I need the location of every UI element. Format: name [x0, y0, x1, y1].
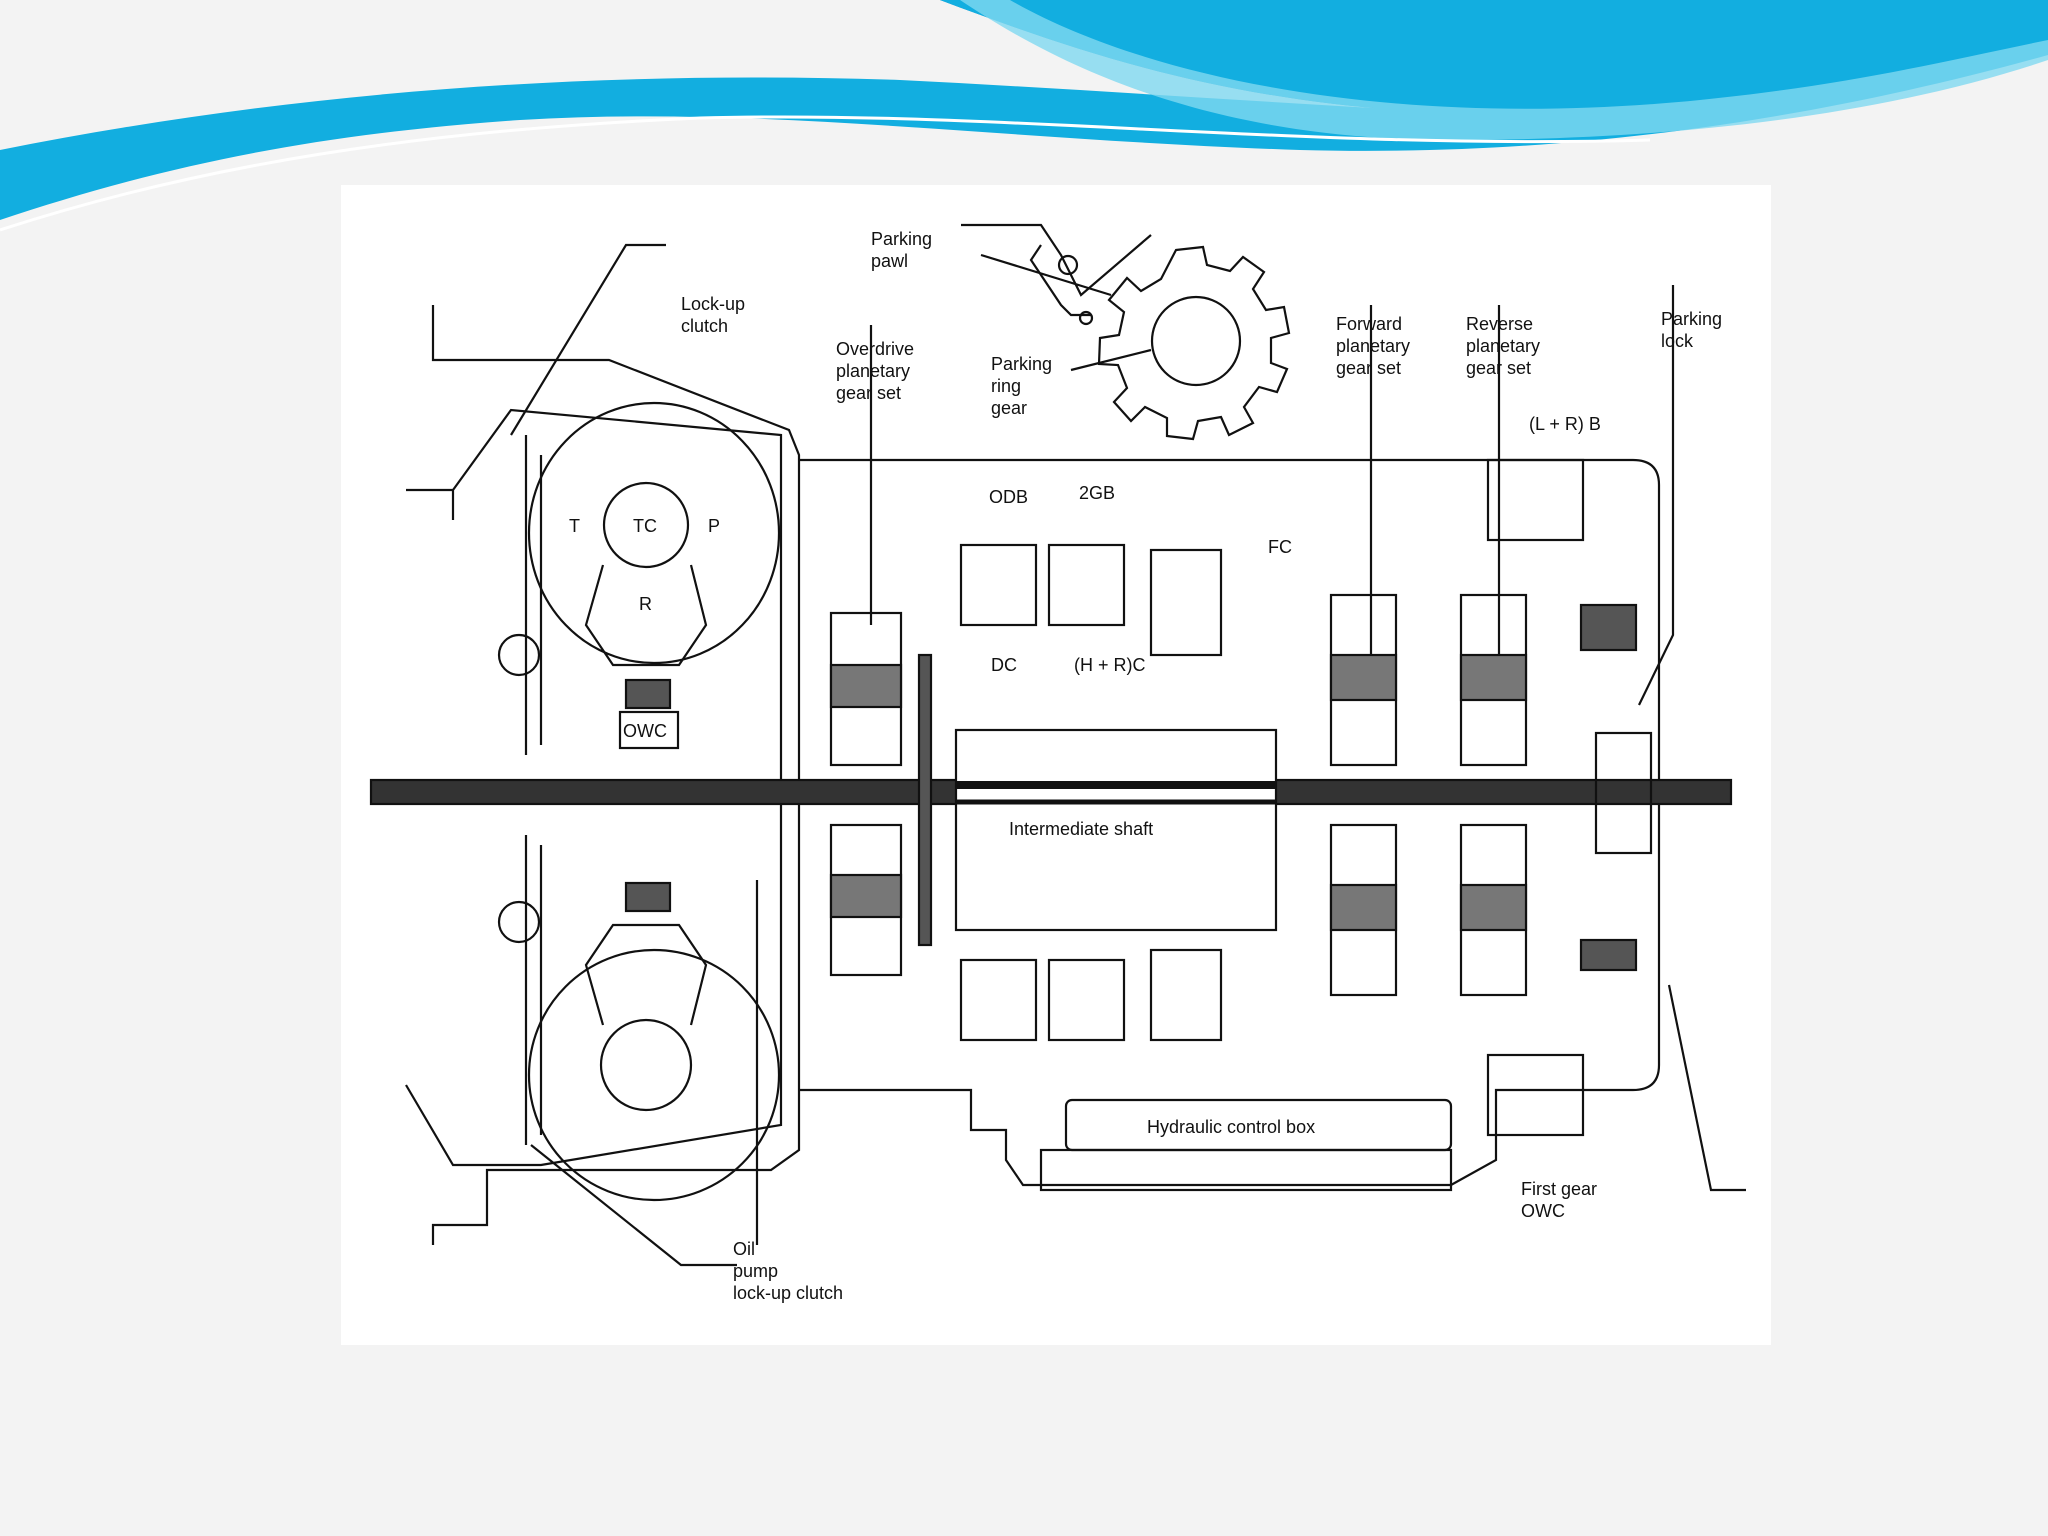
label-overdrive-3: gear set [836, 383, 901, 403]
label-forward-3: gear set [1336, 358, 1401, 378]
header-wave-banner [0, 0, 2048, 232]
label-first-gear-owc-2: OWC [1521, 1201, 1565, 1221]
label-overdrive-1: Overdrive [836, 339, 914, 359]
converter-upper-lobe [527, 401, 781, 665]
fc-plates-lower [1149, 948, 1223, 1042]
label-forward-1: Forward [1336, 314, 1402, 334]
intermediate-shaft-body [954, 728, 1278, 932]
parking-ring-hub [1150, 295, 1242, 387]
label-fc: FC [1268, 537, 1292, 557]
label-tc: TC [633, 516, 657, 536]
leader-lockup-lower [530, 1144, 737, 1267]
label-reverse-1: Reverse [1466, 314, 1533, 334]
diagram-lines [369, 223, 1746, 1267]
odb-plates [959, 543, 1038, 627]
label-parking-ring-3: gear [991, 398, 1027, 418]
transmission-case [799, 458, 1661, 1187]
label-parking-lock-2: lock [1661, 331, 1694, 351]
label-parking-lock-1: Parking [1661, 309, 1722, 329]
label-parking-ring-1: Parking [991, 354, 1052, 374]
label-oil-pump-3: lock-up clutch [733, 1283, 843, 1303]
label-hydraulic-box: Hydraulic control box [1147, 1117, 1315, 1137]
lockup-ring-lower [497, 900, 541, 944]
label-lr-brake: (L + R) B [1529, 414, 1601, 434]
converter-lower-lobe [527, 948, 781, 1202]
od-planet-lower [829, 873, 903, 919]
parking-pawl-pivot [1057, 254, 1079, 276]
hydraulic-valve-plate [1039, 1148, 1453, 1192]
leader-parking-ring [1070, 348, 1152, 372]
leader-lockup-clutch [510, 243, 666, 436]
label-parking-pawl-2: pawl [871, 251, 908, 271]
label-r: R [639, 594, 652, 614]
label-dc: DC [991, 655, 1017, 675]
hr-plates-lower [1047, 958, 1126, 1042]
reactor-stator-upper [584, 564, 708, 667]
od-carrier [917, 653, 933, 947]
label-lockup-clutch-1: Lock-up [681, 294, 745, 314]
fc-plates [1149, 548, 1223, 657]
label-intermediate-shaft: Intermediate shaft [1009, 819, 1153, 839]
transmission-diagram: Parking pawl Lock-up clutch Overdrive pl… [369, 223, 1746, 1303]
fwd-planet-upper [1329, 653, 1398, 702]
leader-parking-lock [1638, 285, 1675, 706]
parking-pawl [961, 223, 1152, 317]
owc-roller-lower [624, 881, 672, 913]
label-parking-pawl-1: Parking [871, 229, 932, 249]
label-lockup-clutch-2: clutch [681, 316, 728, 336]
converter-housing-inner [405, 408, 783, 1167]
label-owc: OWC [623, 721, 667, 741]
leader-parking-pawl [980, 253, 1112, 297]
label-p: P [708, 516, 720, 536]
lr-brake-plates-lower [1486, 1053, 1585, 1137]
parking-pawl-pin [1078, 310, 1094, 326]
label-overdrive-2: planetary [836, 361, 910, 381]
lower-turbine-circle [599, 1018, 693, 1112]
label-oil-pump-1: Oil [733, 1239, 755, 1259]
converter-housing-outline [431, 305, 801, 1245]
parking-ring-gear [1097, 245, 1291, 441]
label-parking-ring-2: ring [991, 376, 1021, 396]
reactor-stator-lower [584, 923, 708, 1026]
first-gear-owc-upper [1579, 603, 1638, 652]
label-2gb: 2GB [1079, 483, 1115, 503]
label-oil-pump-2: pump [733, 1261, 778, 1281]
banner-white-line [0, 115, 1651, 232]
rev-planet-upper [1459, 653, 1528, 702]
od-planet-upper [829, 663, 903, 709]
fwd-planet-lower [1329, 883, 1398, 932]
label-t: T [569, 516, 580, 536]
banner-light-swoosh [960, 0, 2048, 140]
owc-box [618, 710, 680, 750]
label-odb: ODB [989, 487, 1028, 507]
label-first-gear-owc-1: First gear [1521, 1179, 1597, 1199]
label-hr-clutch: (H + R)C [1074, 655, 1146, 675]
turbine-tc-circle [602, 481, 690, 569]
transmission-diagram-figure: Parking pawl Lock-up clutch Overdrive pl… [341, 185, 1771, 1345]
diagram-labels: Parking pawl Lock-up clutch Overdrive pl… [569, 229, 1722, 1303]
label-forward-2: planetary [1336, 336, 1410, 356]
dc-plates-lower [959, 958, 1038, 1042]
label-reverse-2: planetary [1466, 336, 1540, 356]
owc-roller-upper [624, 678, 672, 710]
first-gear-owc-lower [1579, 938, 1638, 972]
2gb-plates [1047, 543, 1126, 627]
rev-planet-lower [1459, 883, 1528, 932]
output-hub [1594, 731, 1653, 855]
lockup-clutch-plates [524, 435, 543, 1145]
label-reverse-3: gear set [1466, 358, 1531, 378]
leader-first-gear-owc [1667, 984, 1746, 1192]
lockup-ring-upper [497, 633, 541, 677]
banner-mid-wave [0, 0, 2048, 220]
lr-brake-plates [1486, 458, 1585, 542]
